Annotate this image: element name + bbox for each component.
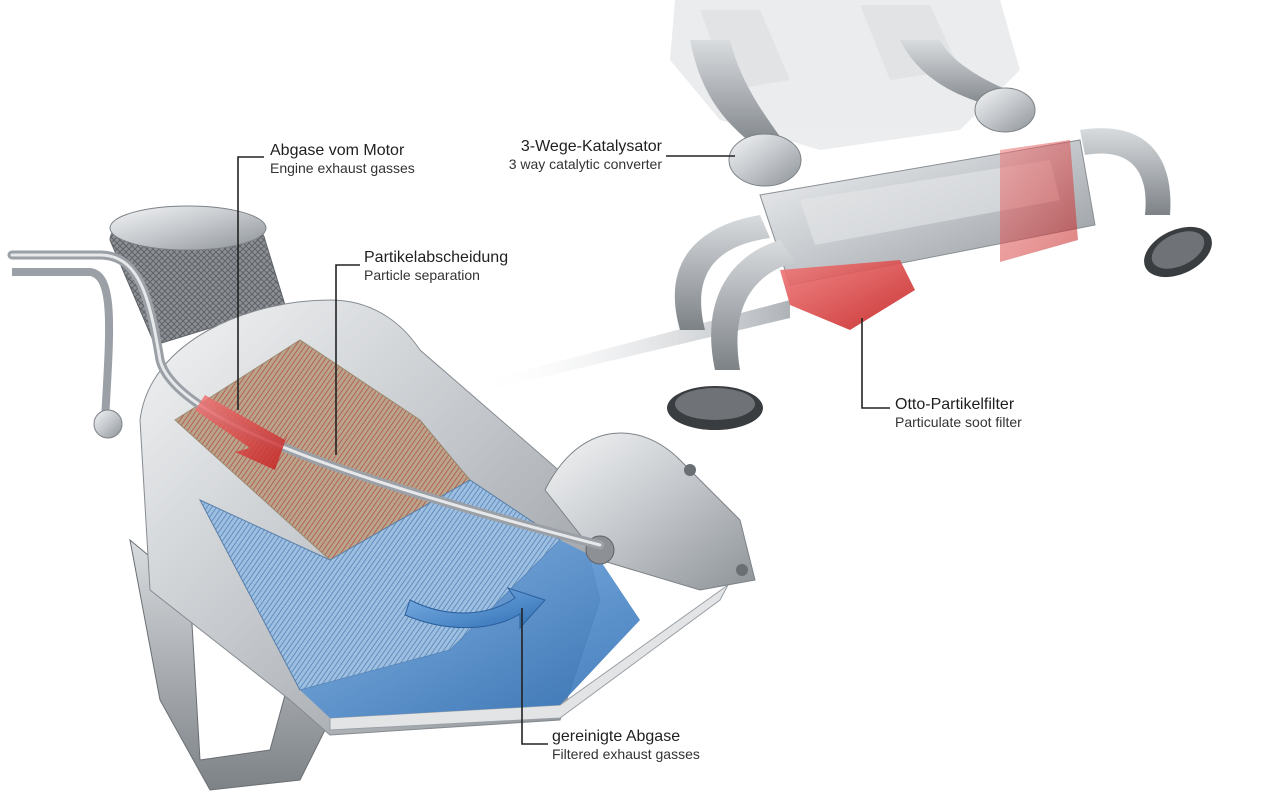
otto-soot-filter-shape bbox=[780, 260, 915, 330]
label-particle-separation-de: Partikelabscheidung bbox=[364, 249, 509, 266]
label-engine-exhaust-en: Engine exhaust gasses bbox=[270, 160, 415, 177]
label-otto-filter-en: Particulate soot filter bbox=[895, 414, 1022, 431]
exhaust-system-assembly-icon bbox=[667, 0, 1212, 430]
label-otto-filter-de: Otto-Partikelfilter bbox=[895, 396, 1015, 413]
label-filtered-exhaust: gereinigte Abgase Filtered exhaust gasse… bbox=[552, 727, 700, 763]
label-particle-separation-en: Particle separation bbox=[364, 267, 480, 284]
label-engine-exhaust-de: Abgase vom Motor bbox=[270, 142, 405, 159]
label-filtered-exhaust-de: gereinigte Abgase bbox=[552, 728, 681, 745]
leader-lines bbox=[237, 155, 890, 745]
label-catalytic-converter-en: 3 way catalytic converter bbox=[508, 156, 662, 173]
particulate-filter-cutaway-icon bbox=[7, 205, 756, 791]
label-otto-filter: Otto-Partikelfilter Particulate soot fil… bbox=[895, 395, 1022, 431]
label-filtered-exhaust-en: Filtered exhaust gasses bbox=[552, 746, 700, 763]
hot-gas-flow-arrow-icon bbox=[195, 395, 290, 470]
leader-engine-exhaust bbox=[237, 156, 264, 410]
leader-particle-separation bbox=[335, 264, 360, 455]
leader-filtered-exhaust bbox=[521, 608, 548, 745]
label-particle-separation: Partikelabscheidung Particle separation bbox=[364, 248, 508, 284]
label-catalytic-converter-de: 3-Wege-Katalysator bbox=[520, 138, 662, 155]
zoom-connector-beam bbox=[470, 300, 790, 392]
label-engine-exhaust: Abgase vom Motor Engine exhaust gasses bbox=[270, 141, 415, 177]
leader-otto-filter bbox=[861, 318, 890, 409]
label-catalytic-converter: 3-Wege-Katalysator 3 way catalytic conve… bbox=[460, 137, 662, 173]
filtered-gas-flow-arrow-icon bbox=[404, 587, 546, 630]
